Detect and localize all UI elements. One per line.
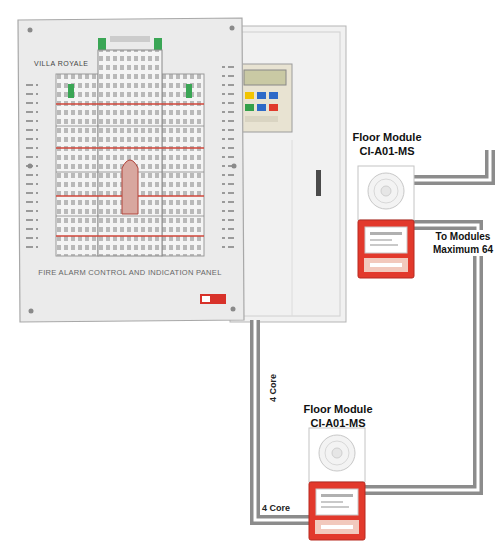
module-heading: Floor Module CI-A01-MS: [296, 402, 380, 430]
front-cover: [18, 18, 244, 322]
control-cabinet: [230, 26, 346, 322]
floor-module-device: [358, 166, 414, 278]
note-label: To Modules Maximum 64: [432, 230, 494, 256]
cable-label: 4 Core: [268, 373, 278, 403]
control-panel: VILLA ROYALE FIRE ALARM CONTROL AND INDIC…: [18, 18, 242, 320]
panel-title: FIRE ALARM CONTROL AND INDICATION PANEL: [18, 268, 242, 277]
module-heading: Floor Module CI-A01-MS: [345, 130, 429, 158]
cable-label: 4 Core: [262, 503, 290, 513]
cable-connector: [255, 320, 296, 520]
panel-name: VILLA ROYALE: [34, 60, 89, 67]
floor-module: Floor Module CI-A01-MS: [345, 128, 429, 284]
floor-module: Floor Module CI-A01-MS: [296, 400, 380, 540]
floor-module-device: [309, 428, 365, 540]
cable-connector: [380, 225, 478, 490]
